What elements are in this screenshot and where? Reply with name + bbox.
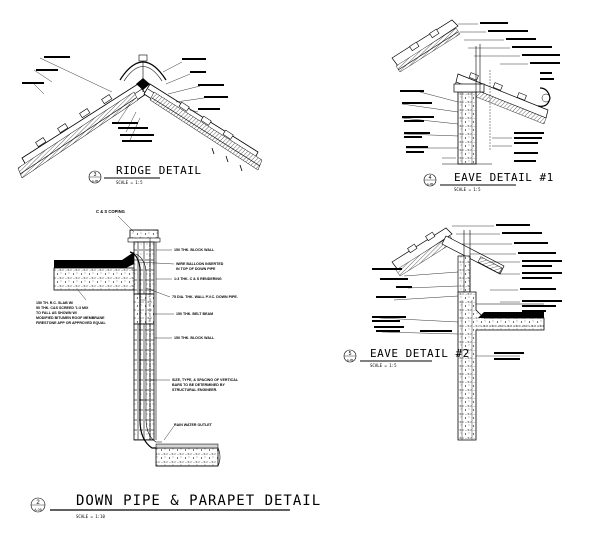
note-belt-beam: 150 THK. BELT BEAM: [176, 312, 213, 316]
eave2-detail-scale: SCALE = 1:5: [370, 363, 397, 368]
eave2-detail-title: EAVE DETAIL #2: [370, 347, 470, 360]
eave2-bubble-sheet: A-05: [347, 358, 354, 362]
eave2-roof-slab: [457, 291, 545, 441]
downpipe-notes: C & S COPING 150 THK. BLOCK WALL WIRE BA…: [96, 209, 239, 441]
downpipe-bubble-number: 2: [36, 500, 40, 506]
pvc-down-pipe: [129, 251, 162, 449]
eave-detail-1: 4 A-05 EAVE DETAIL #1 SCALE = 1:5: [391, 19, 560, 192]
note-rendering: 1:3 THK. C & S RENDERING: [174, 277, 222, 281]
ridge-notes: [22, 56, 228, 142]
eave1-title-block: 4 A-05 EAVE DETAIL #1 SCALE = 1:5: [423, 171, 554, 192]
ridge-left-roof-tiles: [17, 83, 147, 179]
note-slab-2: 50 THK. C&S SCREED '1:3 MIX: [36, 306, 89, 310]
eave-detail-2: 5 A-05 EAVE DETAIL #2 SCALE = 1:5: [343, 224, 562, 441]
note-vertical-bars-3: STRUCTURAL ENGINEER.: [172, 388, 217, 392]
eave1-wall: [442, 44, 492, 165]
eave1-bubble-number: 4: [429, 175, 432, 181]
parapet-coping: [127, 229, 161, 243]
eave2-parapet-wall: [457, 230, 471, 293]
note-slab-3: TO FALL AS SHOWN W/: [36, 311, 77, 315]
downpipe-title-block: 2 A-05 DOWN PIPE & PARAPET DETAIL SCALE …: [30, 493, 321, 519]
note-wire-balloon: WIRE BALLOON INSERTED: [176, 262, 224, 266]
ridge-detail-title: RIDGE DETAIL: [116, 164, 201, 177]
note-down-pipe: 75 DIA. THK. WALL P.V.C. DOWN PIPE.: [172, 295, 238, 299]
roof-slab: [53, 252, 135, 291]
ridge-cap-tile: [119, 54, 167, 92]
ridge-title-block: 3 A-05 RIDGE DETAIL SCALE = 1:5: [88, 164, 201, 185]
rain-water-outlet-slab: [155, 443, 221, 467]
eave2-bubble-number: 5: [349, 351, 352, 357]
note-block-wall-top: 150 THK. BLOCK WALL: [174, 248, 215, 252]
note-vertical-bars: SIZE, TYPE, & SPACING OF VERTICAL: [172, 378, 239, 382]
downpipe-detail-title: DOWN PIPE & PARAPET DETAIL: [76, 493, 321, 509]
note-vertical-bars-2: BARS TO BE DETERMINED BY: [172, 383, 225, 387]
note-slab-4: MODIFIED BITUMEN ROOF MEMBRANE: [36, 316, 105, 320]
eave1-detail-scale: SCALE = 1:5: [454, 187, 481, 192]
belt-beam: [133, 293, 155, 325]
ridge-bubble-sheet: A-05: [92, 179, 99, 183]
eave2-roof-tiles: [391, 227, 505, 277]
ridge-right-roof-tiles: [143, 83, 263, 172]
note-wire-balloon-2: IN TOP OF DOWN PIPE: [176, 267, 216, 271]
eave2-notes: [372, 224, 562, 360]
note-block-wall-lower: 150 THK. BLOCK WALL: [174, 336, 215, 340]
downpipe-bubble-sheet: A-05: [34, 508, 41, 512]
lower-block-wall: [133, 323, 155, 441]
ridge-bubble-number: 3: [94, 172, 97, 178]
eave1-notes: [400, 22, 560, 162]
eave2-title-block: 5 A-05 EAVE DETAIL #2 SCALE = 1:5: [343, 347, 470, 368]
eave1-gutter: [537, 87, 551, 107]
downpipe-detail-scale: SCALE = 1:10: [76, 514, 105, 519]
ridge-detail-scale: SCALE = 1:5: [116, 180, 143, 185]
note-slab-5: FIRESTONE APP OR APPROVED EQUAL: [36, 321, 106, 325]
downpipe-parapet-detail: C & S COPING 150 THK. BLOCK WALL WIRE BA…: [30, 209, 321, 519]
ridge-detail: 3 A-05 RIDGE DETAIL SCALE = 1:5: [17, 54, 263, 185]
slab-notes: 150 TH. R.C. SLAB W/ 50 THK. C&S SCREED …: [36, 289, 106, 325]
eave1-bubble-sheet: A-05: [427, 182, 434, 186]
eave1-detail-title: EAVE DETAIL #1: [454, 171, 554, 184]
note-rain-water-outlet: RAIN WATER OUTLET: [174, 423, 213, 427]
note-slab-1: 150 TH. R.C. SLAB W/: [36, 301, 73, 305]
note-coping: C & S COPING: [96, 209, 125, 214]
